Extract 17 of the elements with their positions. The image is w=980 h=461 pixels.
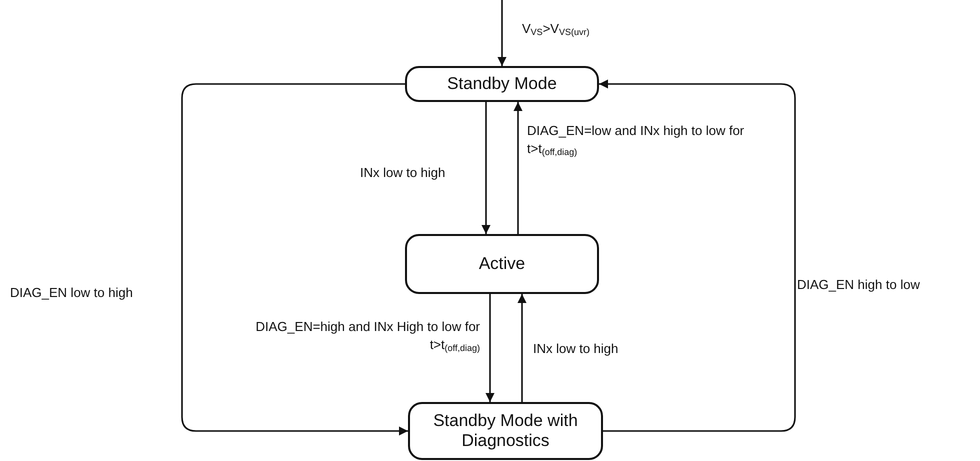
arrow: [514, 102, 522, 234]
edge-label: DIAG_EN=low and INx high to low for t>t$_{(off,diag)}$: [527, 122, 746, 158]
arrow: [482, 102, 490, 234]
edge-label: INx low to high: [360, 164, 446, 182]
edge-label: DIAG_EN low to high: [10, 284, 134, 302]
edge-label: V$_{VS}$>V$_{VS(uvr)}$: [522, 20, 590, 38]
arrow: [181, 83, 408, 436]
state-box: Standby Mode with Diagnostics: [408, 402, 603, 460]
edge-label: INx low to high: [533, 340, 620, 358]
arrow: [498, 0, 506, 66]
arrow: [599, 80, 796, 432]
state-box: Active: [405, 234, 599, 294]
edge-label: DIAG_EN high to low: [797, 276, 921, 294]
state-box: Standby Mode: [405, 66, 599, 102]
arrow: [486, 294, 494, 402]
arrow: [518, 294, 526, 402]
edge-label: DIAG_EN=high and INx High to low for t>t$_{(off,diag)}$: [254, 318, 480, 354]
